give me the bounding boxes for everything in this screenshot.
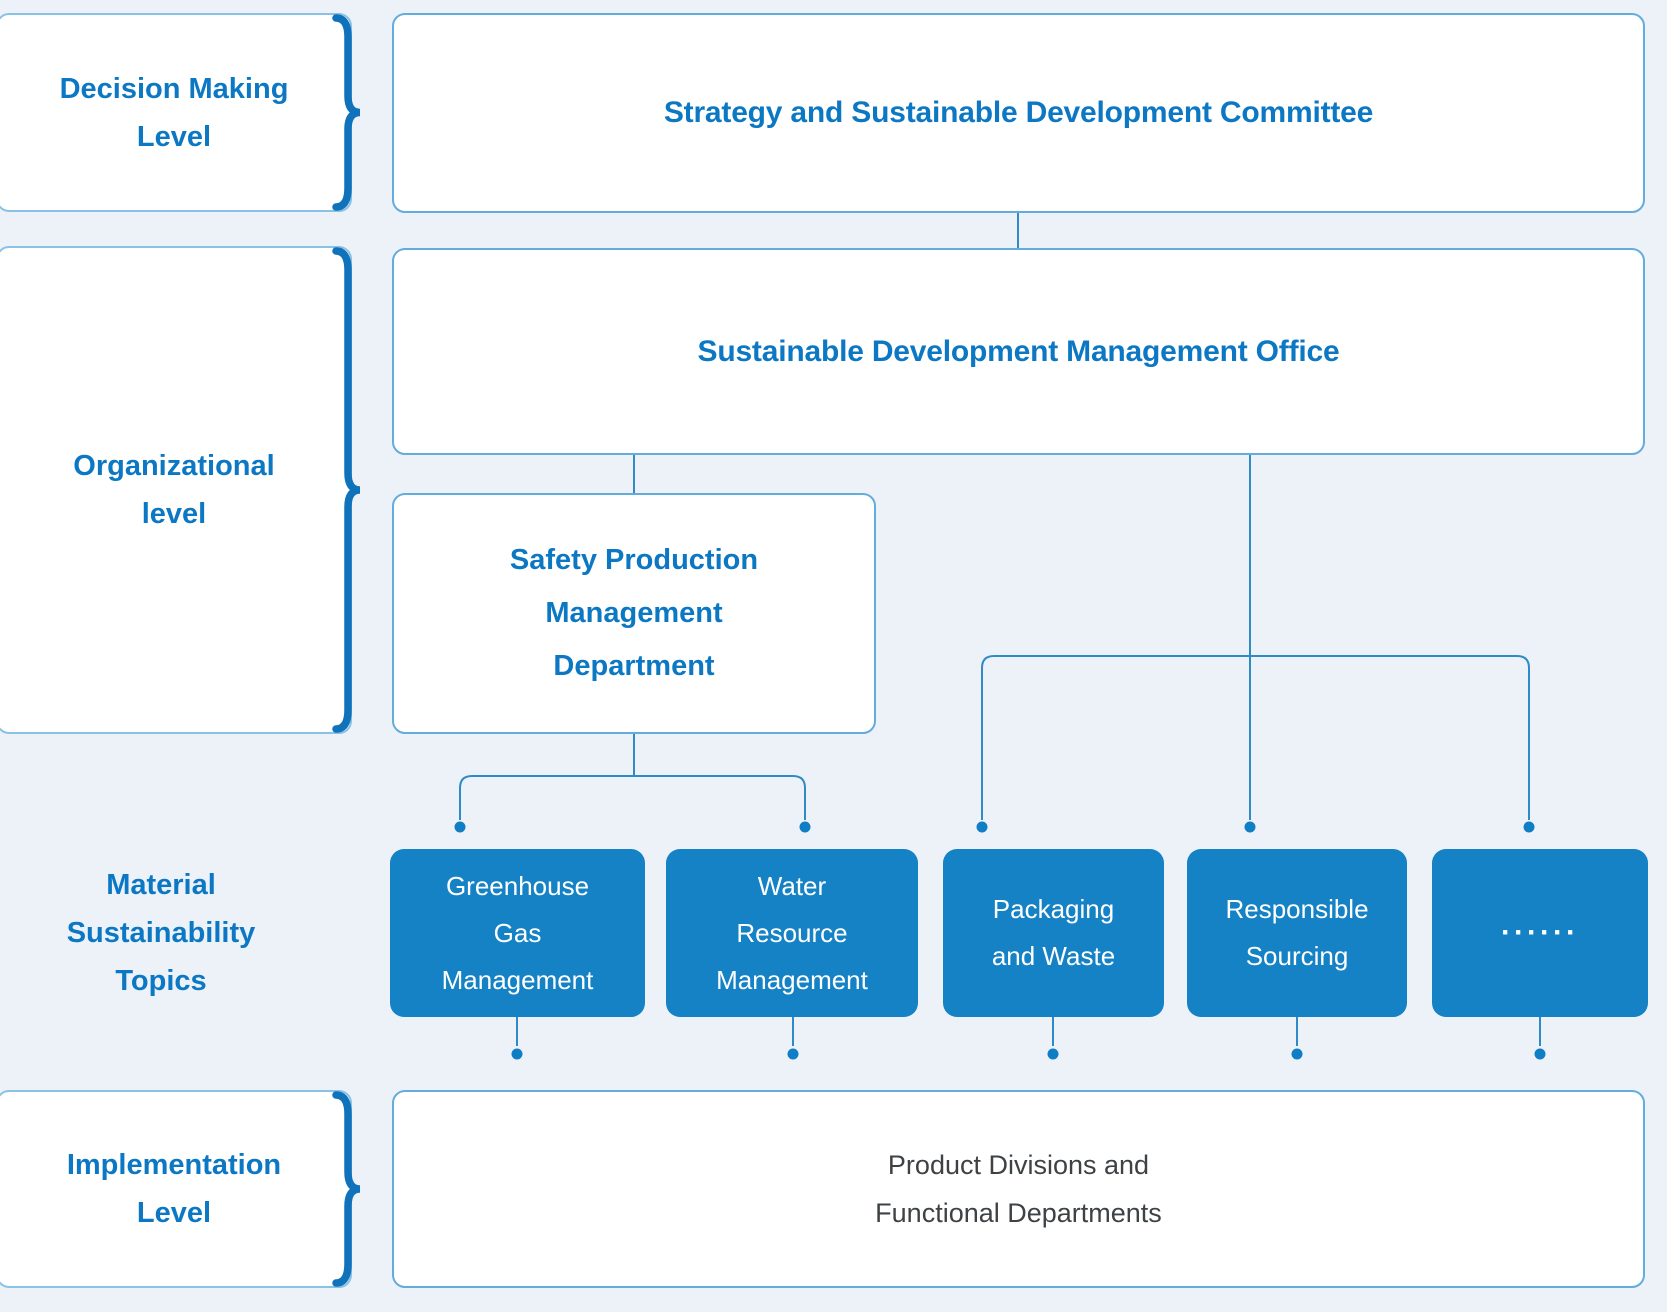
node-label-line: Department: [553, 650, 715, 682]
node-label-line: Product Divisions and: [887, 1150, 1150, 1180]
label-line: Decision Making: [59, 72, 289, 105]
label-text: Organizational level: [73, 442, 274, 538]
label-line: Level: [136, 1197, 212, 1229]
connector-right-bracket: [981, 655, 1530, 820]
node-product-divisions: Product Divisions and Functional Departm…: [392, 1090, 1645, 1288]
topic-line: Gas: [493, 917, 542, 948]
curly-brace: [332, 1091, 361, 1287]
topic-packaging-and-waste: Packaging and Waste: [943, 849, 1164, 1017]
label-line: Organizational: [73, 450, 275, 482]
label-implementation-level: Implementation Level: [0, 1090, 361, 1288]
node-strategy-committee: Strategy and Sustainable Development Com…: [392, 13, 1645, 213]
topic-line: Management: [716, 964, 868, 995]
label-line: Implementation: [66, 1149, 282, 1181]
label-material-sustainability-topics: Material Sustainability Topics: [0, 849, 322, 1017]
label-line: Level: [136, 120, 212, 153]
label-line: Material: [106, 869, 216, 901]
node-label-line: Safety Production: [509, 544, 759, 576]
topic-line: Sourcing: [1245, 941, 1349, 971]
label-organizational-level: Organizational level: [0, 246, 361, 734]
label-text: Material Sustainability Topics: [67, 861, 256, 1005]
node-sd-management-office: Sustainable Development Management Offic…: [392, 248, 1645, 455]
topic-water-resource-management: Water Resource Management: [666, 849, 918, 1017]
topic-line: Greenhouse: [445, 870, 590, 901]
topic-more-ellipsis: ······: [1432, 849, 1648, 1017]
topic-greenhouse-gas-management: Greenhouse Gas Management: [390, 849, 645, 1017]
ellipsis-dots: ······: [1501, 916, 1579, 949]
topic-line: and Waste: [991, 941, 1116, 971]
topic-line: Resource: [736, 917, 848, 948]
topic-responsible-sourcing: Responsible Sourcing: [1187, 849, 1407, 1017]
label-text: Decision Making Level: [60, 65, 289, 161]
label-text: Implementation Level: [67, 1141, 281, 1237]
node-label-line: Management: [545, 597, 723, 629]
curly-brace: [332, 247, 361, 733]
label-line: level: [141, 498, 207, 530]
node-label: Strategy and Sustainable Development Com…: [663, 96, 1374, 129]
curly-brace: [332, 14, 361, 211]
label-line: Topics: [115, 965, 207, 997]
connector-left-bracket: [459, 775, 806, 820]
label-line: Sustainability: [66, 917, 256, 949]
topic-line: Management: [441, 964, 594, 995]
node-label: Sustainable Development Management Offic…: [697, 334, 1340, 368]
node-safety-production-department: Safety Production Management Department: [392, 493, 876, 734]
topic-line: Responsible: [1225, 894, 1369, 924]
topic-line: Water: [757, 870, 827, 901]
label-decision-making-level: Decision Making Level: [0, 13, 361, 212]
topic-line: Packaging: [992, 894, 1115, 924]
node-label-line: Functional Departments: [875, 1198, 1162, 1228]
